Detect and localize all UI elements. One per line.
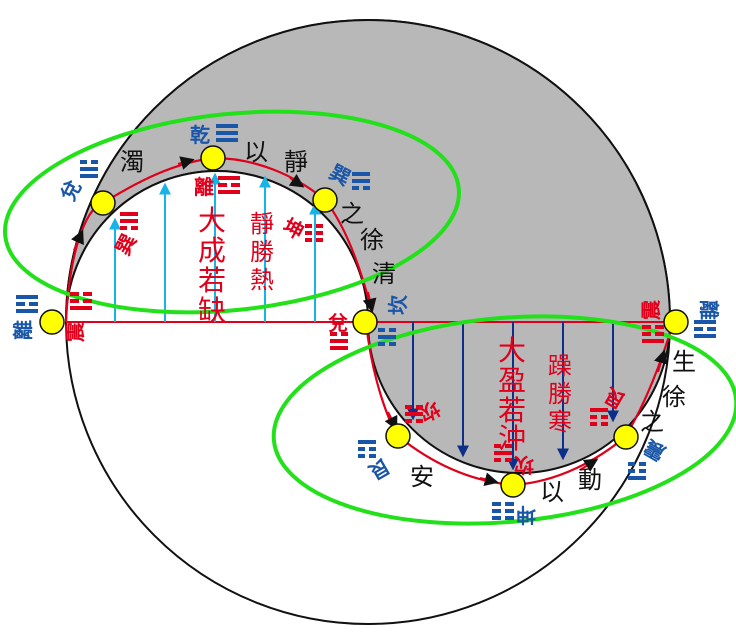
- dui-center-trigram-icon: [330, 332, 348, 350]
- upper-white-lobe: [64, 170, 370, 323]
- lower-arrows: [407, 322, 619, 471]
- upper-center-2: 成: [198, 234, 226, 267]
- lower-center-3: 若: [498, 394, 526, 427]
- node-lower-right: [613, 424, 639, 450]
- lower-center-4: 沖: [498, 422, 526, 455]
- node-upper-right: [312, 187, 338, 213]
- li-trigram-icon: [218, 176, 240, 194]
- upper-green-ellipse: [3, 109, 461, 315]
- upper-center-d3: 熱: [250, 266, 274, 294]
- lower-center-d2: 勝: [548, 380, 572, 408]
- lower-word-6: 生: [672, 348, 696, 376]
- zhen-blue-trigram-icon: [628, 462, 646, 480]
- label-qian: 乾: [190, 123, 210, 147]
- kan-center-trigram-icon: [378, 328, 396, 346]
- upper-center-d1: 靜: [250, 210, 274, 238]
- lower-word-3: 動: [578, 466, 602, 494]
- kan-bottom-red-trigram-icon: [494, 444, 512, 462]
- lower-center-2: 盈: [498, 364, 526, 397]
- lower-word-4: 之: [640, 408, 664, 436]
- upper-word-1: 濁: [120, 148, 144, 176]
- label-li-left: 離: [11, 320, 35, 340]
- lower-center-d1: 躁: [548, 352, 572, 380]
- li-left-trigram-icon: [16, 295, 38, 313]
- node-top: [200, 145, 226, 171]
- label-zhen-right: 震: [639, 299, 663, 320]
- lower-word-2: 以: [540, 478, 564, 506]
- xun-trigram-icon: [352, 172, 370, 190]
- node-right: [663, 309, 689, 335]
- label-dui-upper: 兌: [56, 176, 87, 205]
- lower-word-1: 安: [410, 463, 434, 491]
- node-lower-left: [385, 423, 411, 449]
- upper-center-4: 缺: [198, 294, 226, 327]
- upper-word-6: 清: [372, 260, 396, 288]
- xun-red-trigram-icon: [120, 212, 138, 230]
- gen-trigram-icon: [358, 440, 376, 458]
- lower-word-5: 徐: [662, 383, 686, 411]
- node-center: [352, 309, 378, 335]
- qian-trigram-icon: [216, 124, 238, 142]
- lower-center-d3: 寒: [548, 408, 572, 436]
- kun-trigram-icon: [305, 224, 323, 242]
- node-left: [39, 309, 65, 335]
- node-bottom: [500, 472, 526, 498]
- label-kan-center: 坎: [386, 294, 410, 315]
- label-li-top: 離: [194, 175, 214, 199]
- lower-center-1: 大: [498, 334, 526, 367]
- node-upper-left: [90, 190, 116, 216]
- zhen-left-trigram-icon: [70, 292, 92, 310]
- upper-center-3: 若: [198, 264, 226, 297]
- upper-word-5: 徐: [360, 226, 384, 254]
- kun-bottom-trigram-icon: [492, 502, 514, 520]
- upper-word-3: 靜: [284, 148, 308, 176]
- zhen-right-trigram-icon: [642, 325, 664, 343]
- nodes: [39, 145, 689, 498]
- label-dui-center: 兌: [328, 311, 348, 335]
- upper-center-1: 大: [198, 204, 226, 237]
- label-kan-bottom-red: 坎: [513, 453, 534, 477]
- dui-trigram-icon: [80, 160, 98, 178]
- lower-green-ellipse: [271, 314, 736, 526]
- label-zhen-left: 震: [63, 321, 87, 342]
- li-right-trigram-icon: [694, 320, 716, 338]
- upper-word-4: 之: [340, 200, 364, 228]
- label-kun-bottom: 坤: [516, 503, 536, 527]
- kan-red-trigram-icon: [405, 405, 423, 423]
- upper-word-2: 以: [244, 138, 268, 166]
- upper-center-d2: 勝: [250, 238, 274, 266]
- gen-red-trigram-icon: [590, 408, 608, 426]
- label-li-right: 離: [697, 300, 721, 320]
